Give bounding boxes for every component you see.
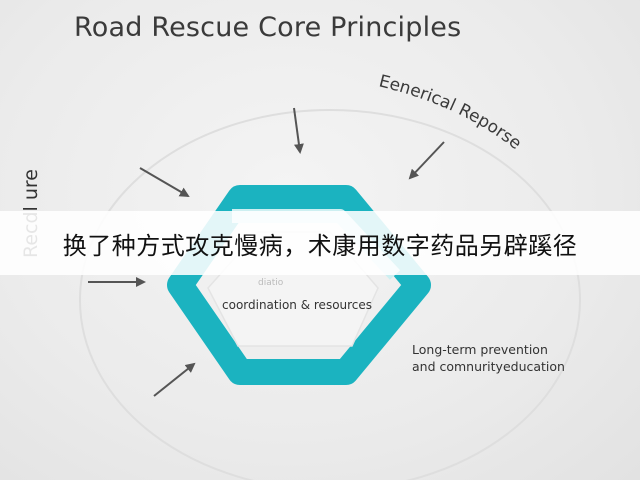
center-label: coordination & resources (222, 298, 373, 312)
right-label-line1: Long-term prevention (412, 342, 548, 357)
caption-banner: 换了种方式攻克慢病，术康用数字药品另辟蹊径 (0, 211, 640, 275)
arrow-top (293, 107, 304, 154)
curved-label-text: Eenerical Reporse (377, 71, 525, 153)
arrow-left-upper (139, 167, 190, 198)
curved-label-top-right: Eenerical Reporse (377, 71, 525, 153)
faded-center-label: diatio (258, 278, 284, 288)
arrow-left-lower (153, 362, 196, 397)
right-label: Long-term prevention and comnurityeducat… (412, 341, 565, 375)
arrow-top-right (408, 141, 445, 180)
hexagon-ring (167, 185, 431, 385)
banner-text: 换了种方式攻克慢病，术康用数字药品另辟蹊径 (62, 231, 578, 260)
outer-circle (79, 109, 581, 480)
diagram-title: Road Rescue Core Principles (74, 12, 462, 43)
right-label-line2: and comnurityeducation (412, 359, 565, 374)
